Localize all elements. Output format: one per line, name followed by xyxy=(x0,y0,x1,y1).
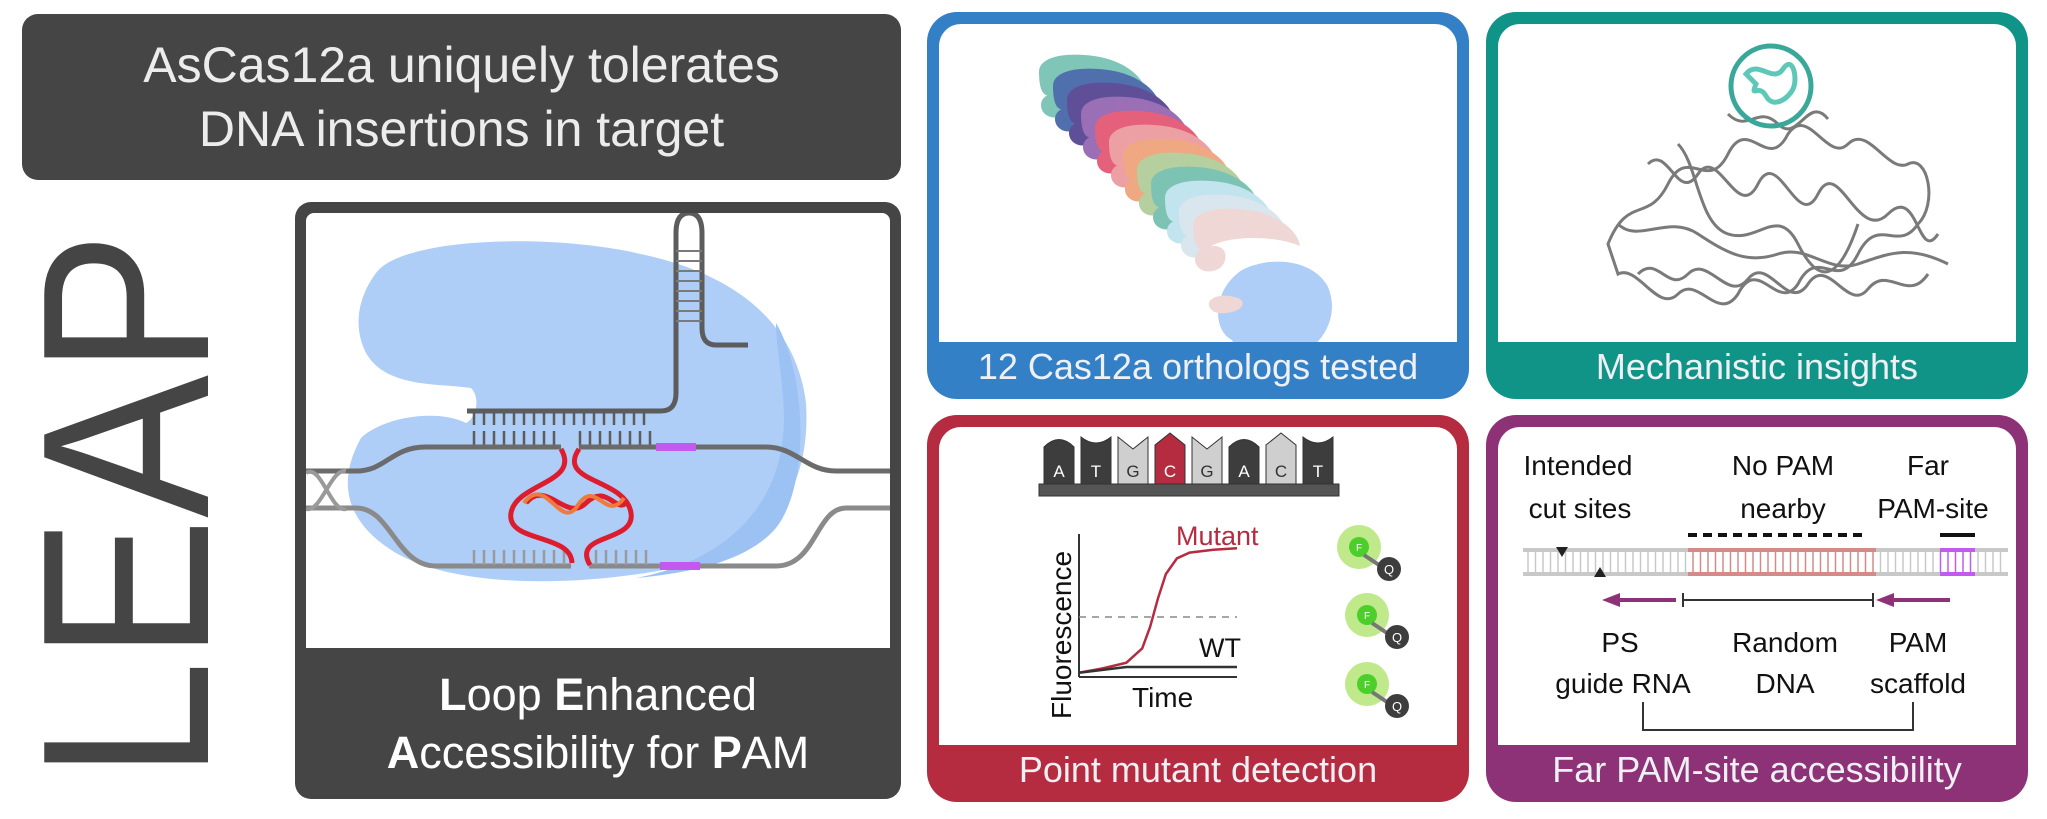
fluorophore-label: F xyxy=(1364,611,1370,622)
title-line-1: AsCas12a uniquely tolerates xyxy=(143,37,780,93)
cut-site-top-icon xyxy=(1556,547,1568,557)
wt-label: WT xyxy=(1199,633,1241,663)
nucleotide-letter: T xyxy=(1313,462,1323,481)
protein-shadow xyxy=(636,323,801,578)
quencher-label: Q xyxy=(1392,699,1402,714)
linkage-bracket xyxy=(1642,702,1914,731)
quencher-label: Q xyxy=(1384,562,1394,577)
crrna-bases xyxy=(472,411,646,425)
quencher-label: Q xyxy=(1392,630,1402,645)
nontarget-bases xyxy=(472,550,648,565)
far-pam-illustration: Intended cut sites No PAM nearby Far PAM… xyxy=(1498,427,2016,745)
protein-structure-ribbon xyxy=(1606,110,1949,306)
sequence-backbone xyxy=(1038,483,1340,497)
highlighted-domain xyxy=(1742,61,1798,105)
label-cut-sites: cut sites xyxy=(1529,493,1632,524)
quencher-icon xyxy=(1385,694,1409,718)
leap-mechanism-panel: Loop Enhanced Accessibility for PAM xyxy=(295,202,901,799)
mutant-label: Mutant xyxy=(1176,521,1259,551)
label-far: Far xyxy=(1907,450,1949,481)
fluorophore-label: F xyxy=(1364,680,1370,691)
dna-helix-end xyxy=(306,469,347,512)
mechanism-panel: Mechanistic insights xyxy=(1486,12,2028,399)
nucleotide-block: C xyxy=(1154,432,1186,485)
label-ps: PS xyxy=(1601,627,1638,658)
mechanism-caption: Mechanistic insights xyxy=(1595,346,1919,387)
nucleotide-letter: G xyxy=(1126,462,1139,481)
nucleotide-block: G xyxy=(1117,435,1149,485)
target-strand-bases xyxy=(472,431,652,447)
title-line-2: DNA insertions in target xyxy=(198,101,725,157)
highlight-circle xyxy=(1728,43,1814,129)
leap-acronym: LEAP xyxy=(0,226,259,786)
label-no-pam: No PAM xyxy=(1732,450,1834,481)
orthologs-panel: 12 Cas12a orthologs tested xyxy=(927,12,1469,399)
title-banner: AsCas12a uniquely tolerates DNA insertio… xyxy=(22,14,901,180)
label-guide-rna: guide RNA xyxy=(1555,668,1691,699)
point-mutant-caption: Point mutant detection xyxy=(1018,749,1378,790)
nucleotide-block: A xyxy=(1228,439,1260,485)
quencher-icon xyxy=(1385,625,1409,649)
nucleotide-block: T xyxy=(1080,435,1112,485)
ortholog-protein-shape xyxy=(1193,208,1300,272)
y-axis-label: Fluorescence xyxy=(1046,551,1077,719)
nucleotide-letter: A xyxy=(1238,462,1250,481)
nontarget-strand xyxy=(306,505,890,569)
target-strand xyxy=(306,444,890,474)
protein-structure-illustration xyxy=(1498,24,2016,342)
nucleotide-block: G xyxy=(1191,435,1223,485)
fluorophore-icon xyxy=(1357,674,1377,694)
orthologs-illustration xyxy=(939,24,1457,342)
fluorophore-label: F xyxy=(1356,543,1362,554)
nucleotide-letter: T xyxy=(1091,462,1101,481)
fluorophore-icon xyxy=(1349,537,1369,557)
leap-diagram xyxy=(306,213,890,648)
insertion-helix-orange xyxy=(522,492,626,515)
label-nearby: nearby xyxy=(1740,493,1826,524)
nucleotide-letter: C xyxy=(1164,462,1176,481)
nucleotide-letter: G xyxy=(1200,462,1213,481)
label-pam: PAM xyxy=(1889,627,1948,658)
nucleotide-block: C xyxy=(1265,432,1297,485)
mutant-curve xyxy=(1078,547,1238,674)
nucleotide-block: T xyxy=(1302,435,1334,485)
pam-bottom xyxy=(660,562,700,570)
orthologs-caption: 12 Cas12a orthologs tested xyxy=(977,346,1419,387)
fluorophore-icon xyxy=(1357,605,1377,625)
fq-reporter: FQ xyxy=(1337,525,1401,581)
ps-guide-arrowhead-icon xyxy=(1602,593,1620,607)
nucleotide-letter: A xyxy=(1053,462,1065,481)
label-dna: DNA xyxy=(1755,668,1814,699)
nucleotide-letter: C xyxy=(1275,462,1287,481)
pam-scaffold-arrowhead-icon xyxy=(1876,593,1894,607)
definition-line-1: Loop Enhanced xyxy=(439,669,757,720)
definition-line-2: Accessibility for PAM xyxy=(386,727,810,778)
x-axis-label: Time xyxy=(1132,682,1193,713)
far-pam-panel: Intended cut sites No PAM nearby Far PAM… xyxy=(1486,415,2028,802)
label-intended: Intended xyxy=(1524,450,1633,481)
crrna-hairpin xyxy=(467,213,748,414)
label-random: Random xyxy=(1732,627,1838,658)
label-pam-site: PAM-site xyxy=(1877,493,1989,524)
nucleotide-block: A xyxy=(1043,439,1075,485)
hairpin-rungs xyxy=(676,250,702,322)
cut-site-bottom-icon xyxy=(1594,567,1606,577)
far-pam-caption: Far PAM-site accessibility xyxy=(1552,749,1962,790)
leap-text: LEAP xyxy=(30,232,212,780)
fq-reporter: FQ xyxy=(1345,593,1409,649)
quencher-icon xyxy=(1377,557,1401,581)
pam-top xyxy=(656,443,696,451)
target-dna-ladder xyxy=(1523,548,2008,576)
label-scaffold: scaffold xyxy=(1870,668,1966,699)
leap-definition: Loop Enhanced Accessibility for PAM xyxy=(295,657,901,791)
fluorescence-chart: Mutant WT Time Fluorescence xyxy=(1046,521,1259,719)
wt-curve xyxy=(1078,665,1237,674)
fq-reporter: FQ xyxy=(1345,662,1409,718)
ascas12a-protein-shape xyxy=(1208,261,1332,342)
